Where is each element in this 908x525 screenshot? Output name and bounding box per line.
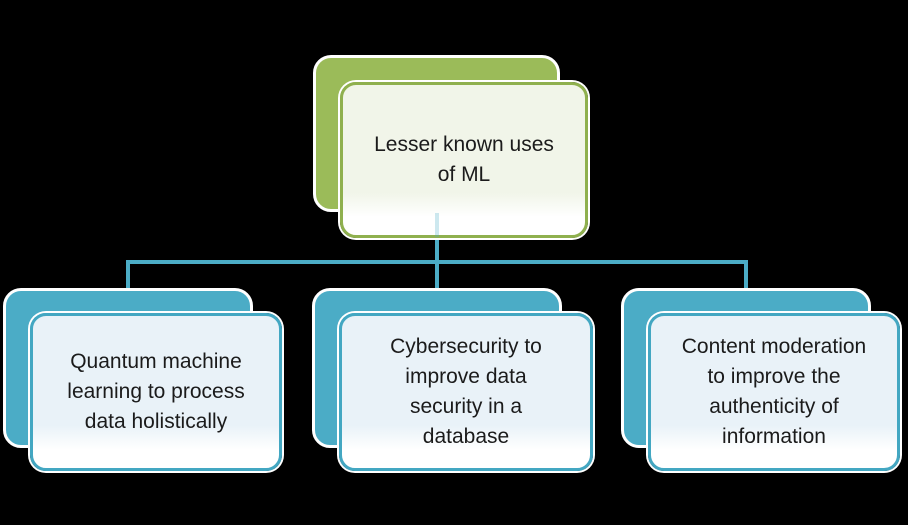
child-node-1-label-line: learning to process <box>67 380 245 403</box>
connector-drop-left <box>126 260 130 290</box>
child-node-3-label-line: information <box>722 425 826 448</box>
child-node-3-label: Content moderation to improve the authen… <box>682 332 866 452</box>
root-node-label-line: Lesser known uses <box>374 133 554 156</box>
root-node-label: Lesser known uses of ML <box>374 130 554 190</box>
connector-stem-through-card <box>435 213 439 237</box>
child-node-1-label: Quantum machine learning to process data… <box>67 347 244 437</box>
child-node-2-label-line: security in a <box>409 395 523 418</box>
connector-drop-right <box>744 260 748 290</box>
child-node-1-label-line: data holistically <box>84 410 228 433</box>
child-node-3-label-line: authenticity of <box>709 395 839 418</box>
root-node-label-line: of ML <box>437 163 491 186</box>
child-node-3-label-line: to improve the <box>707 365 841 388</box>
child-node-3-front-card: Content moderation to improve the authen… <box>648 313 900 471</box>
child-node-2-front-card: Cybersecurity to improve data security i… <box>339 313 593 471</box>
child-node-3-label-line: Content moderation <box>681 335 867 358</box>
connector-root-stem <box>435 236 439 264</box>
child-node-2-label: Cybersecurity to improve data security i… <box>390 332 542 452</box>
root-node-front-card: Lesser known uses of ML <box>340 82 588 238</box>
child-node-1-label-line: Quantum machine <box>70 350 242 373</box>
child-node-2-label-line: improve data <box>405 365 527 388</box>
child-node-2-label-line: Cybersecurity to <box>390 335 542 358</box>
child-node-1-front-card: Quantum machine learning to process data… <box>30 313 282 471</box>
connector-drop-middle <box>435 260 439 290</box>
child-node-2-label-line: database <box>422 425 510 448</box>
